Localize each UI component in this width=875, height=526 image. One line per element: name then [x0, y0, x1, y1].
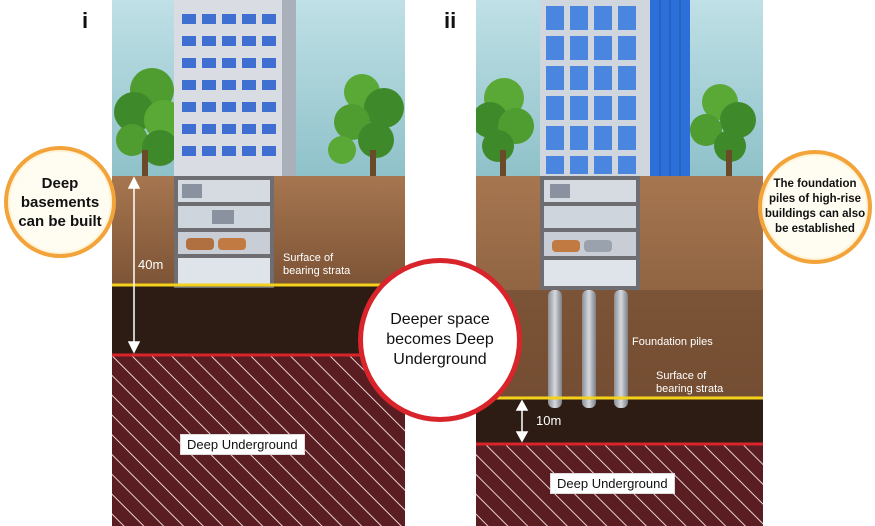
callout-deep-basements: Deep basements can be built: [4, 146, 116, 258]
office-building: [174, 0, 296, 176]
high-rise-building: [540, 0, 690, 176]
foundation-piles-label: Foundation piles: [632, 336, 713, 348]
panel-numeral-i: i: [82, 8, 89, 33]
callout-left-line2: basements: [20, 193, 100, 211]
trees-right: [328, 74, 404, 176]
strata-label-right-line1: Surface of: [656, 370, 707, 382]
bearing-layer: [112, 285, 405, 355]
depth-arrow-10m: [515, 399, 529, 443]
callout-deeper-space: Deeper space becomes Deep Underground: [358, 258, 522, 422]
callout-foundation-piles: The foundation piles of high-rise buildi…: [758, 150, 872, 264]
callout-center-line2: becomes Deep: [386, 331, 494, 348]
callout-center-line1: Deeper space: [390, 311, 490, 328]
callout-right-line2: piles of high-rise: [768, 193, 861, 205]
callout-left-line3: can be built: [18, 212, 102, 230]
callout-right-line4: be established: [775, 223, 855, 235]
strata-label-left-line2: bearing strata: [283, 265, 351, 277]
strata-label-right-line2: bearing strata: [656, 383, 724, 395]
trees-left: [476, 78, 534, 176]
trees-right: [690, 84, 756, 176]
deep-underground-label-left: Deep Underground: [180, 434, 305, 455]
foundation-piles: [548, 290, 628, 408]
basement-floors: [174, 176, 274, 288]
basement-floors: [540, 176, 640, 290]
callout-right-line3: buildings can also: [764, 208, 866, 220]
strata-label-left-line1: Surface of: [283, 252, 334, 264]
right-cross-section: [476, 0, 763, 526]
left-cross-section: [112, 0, 405, 526]
callout-right-line1: The foundation: [773, 178, 857, 190]
depth-label-10m: 10m: [536, 413, 562, 428]
panel-numeral-ii: ii: [444, 8, 457, 33]
callout-center-line3: Underground: [393, 351, 487, 368]
depth-arrow-40m: [127, 176, 141, 354]
trees-left: [114, 68, 184, 176]
callout-left-line1: Deep: [41, 174, 79, 192]
depth-label-40m: 40m: [138, 257, 164, 272]
deep-underground-label-right: Deep Underground: [550, 473, 675, 494]
